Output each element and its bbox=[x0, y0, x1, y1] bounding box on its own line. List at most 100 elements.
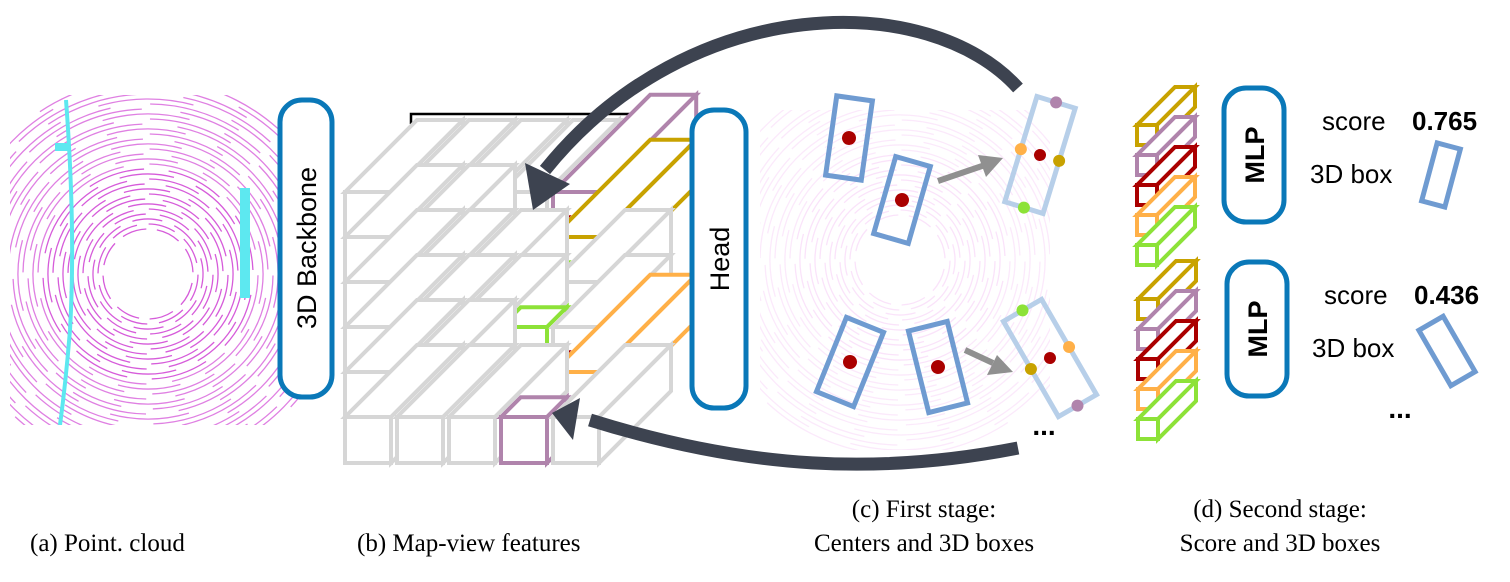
lidar-ring-arc bbox=[42, 277, 62, 333]
lidar-ring-arc bbox=[117, 383, 181, 390]
lidar-ring-arc bbox=[177, 126, 251, 165]
lidar-ring-arc bbox=[197, 321, 237, 362]
lidar-ring-arc bbox=[762, 290, 801, 359]
lidar-ring-arc bbox=[999, 193, 1021, 256]
lidar-ring-arc bbox=[954, 274, 975, 312]
lidar-ring-arc bbox=[195, 185, 236, 225]
lidar-ring-arc bbox=[824, 124, 895, 149]
lidar-ring-arc bbox=[119, 173, 175, 179]
lidar-ring-arc bbox=[779, 264, 801, 327]
lidar-ring-arc bbox=[149, 148, 216, 169]
lidar-ring-arc bbox=[917, 316, 957, 339]
lidar-ring-arc bbox=[929, 112, 1003, 151]
lidar-ring-arc bbox=[189, 314, 224, 349]
bottom-edge-point bbox=[1071, 399, 1084, 412]
lidar-ring-arc bbox=[189, 274, 199, 301]
lidar-ring-arc bbox=[106, 198, 146, 213]
lidar-ring-arc bbox=[905, 384, 984, 411]
lidar-ring-arc bbox=[204, 328, 250, 375]
lidar-ring-arc bbox=[961, 218, 976, 258]
lidar-ring-arc bbox=[240, 275, 259, 333]
lidar-ring-arc bbox=[125, 354, 173, 360]
lidar-ring-arc bbox=[760, 157, 791, 209]
lidar-ring-arc bbox=[152, 373, 215, 395]
lidar-ring-arc bbox=[180, 111, 261, 154]
lidar-ring-arc bbox=[858, 114, 938, 122]
lidar-ring-arc bbox=[920, 327, 967, 354]
lidar-ring-arc bbox=[34, 338, 87, 389]
lidar-ring-arc bbox=[850, 85, 945, 92]
lidar-ring-arc bbox=[109, 412, 190, 420]
lidar-ring-arc bbox=[814, 237, 820, 285]
lidar-ring-arc bbox=[14, 416, 26, 425]
lidar-ring-arc bbox=[828, 336, 880, 364]
lidar-ring-arc bbox=[851, 287, 874, 309]
lidar-ring-arc bbox=[806, 280, 833, 327]
lidar-ring-arc bbox=[858, 184, 898, 199]
lidar-ring-arc bbox=[197, 240, 209, 272]
lidar-ring-arc bbox=[850, 441, 954, 450]
lidar-ring-arc bbox=[862, 129, 934, 136]
lidar-ring-arc bbox=[941, 300, 976, 335]
lidar-ring-arc bbox=[168, 170, 220, 198]
lidar-ring-arc bbox=[902, 309, 934, 321]
lidar-ring-arc bbox=[792, 65, 893, 98]
lidar-ring-arc bbox=[115, 158, 179, 165]
point-cloud-image bbox=[10, 95, 300, 434]
lidar-ring-arc bbox=[764, 264, 789, 336]
lidar-ring-arc bbox=[106, 428, 193, 434]
lidar-ring-arc bbox=[760, 137, 769, 148]
lidar-ring-arc bbox=[223, 95, 282, 132]
lidar-ring-arc bbox=[935, 224, 950, 250]
lidar-ring-arc bbox=[35, 394, 84, 425]
lidar-ring-arc bbox=[62, 251, 68, 299]
lidar-ring-arc bbox=[854, 261, 864, 286]
lidar-ring-arc bbox=[976, 118, 1040, 181]
lidar-ring-arc bbox=[988, 110, 1050, 172]
lidar-ring-arc bbox=[25, 301, 59, 362]
lidar-ring-arc bbox=[858, 412, 946, 421]
lidar-ring-arc bbox=[998, 286, 1033, 353]
lidar-ring-arc bbox=[980, 235, 986, 283]
lidar-ring-arc bbox=[202, 274, 214, 309]
lidar-ring-arc bbox=[110, 143, 182, 150]
lidar-ring-arc bbox=[964, 322, 1015, 374]
lidar-ring-arc bbox=[987, 283, 1019, 343]
lidar-ring-arc bbox=[73, 222, 94, 260]
lidar-ring-arc bbox=[194, 228, 213, 260]
backbone-label: 3D Backbone bbox=[292, 167, 322, 329]
predicted-3d-box bbox=[1418, 139, 1464, 211]
lidar-ring-arc bbox=[149, 133, 224, 157]
lidar-ring-arc bbox=[175, 363, 236, 397]
faint-lidar-rings bbox=[760, 65, 1075, 450]
lidar-ring-arc bbox=[760, 120, 821, 184]
lidar-ring-arc bbox=[98, 284, 113, 310]
caption-d-line1: (d) Second stage: bbox=[1193, 496, 1367, 523]
lidar-ring-arc bbox=[106, 317, 137, 334]
lidar-ring-arc bbox=[838, 294, 867, 323]
lidar-ring-arc bbox=[244, 423, 248, 425]
lidar-ring-arc bbox=[850, 270, 865, 296]
lidar-ring-arc bbox=[22, 206, 43, 273]
lidar-ring-arc bbox=[974, 209, 991, 257]
caption-c: (c) First stage: Centers and 3D boxes bbox=[790, 493, 1058, 561]
first-stage-boxes bbox=[813, 93, 1100, 421]
lidar-ring-arc bbox=[978, 182, 1008, 236]
lidar-ring-arc bbox=[1068, 210, 1075, 305]
lidar-ring-arc bbox=[104, 341, 147, 355]
lidar-ring-arc bbox=[905, 396, 992, 426]
lidar-ring-arc bbox=[920, 156, 972, 184]
lidar-ring-arc bbox=[132, 218, 163, 222]
lidar-ring-arc bbox=[760, 176, 770, 196]
lidar-ring-arc bbox=[33, 160, 84, 213]
lidar-ring-arc bbox=[940, 392, 1030, 442]
lidar-ring-arc bbox=[998, 110, 1023, 129]
detected-box-2 bbox=[870, 153, 934, 247]
lidar-ring-arc bbox=[10, 198, 31, 256]
lidar-ring-arc bbox=[153, 398, 232, 425]
lidar-ring-arc bbox=[46, 173, 91, 220]
lidar-ring-arc bbox=[86, 308, 115, 337]
lidar-ring-arc bbox=[182, 307, 211, 336]
lidar-ring-arc bbox=[72, 138, 143, 163]
